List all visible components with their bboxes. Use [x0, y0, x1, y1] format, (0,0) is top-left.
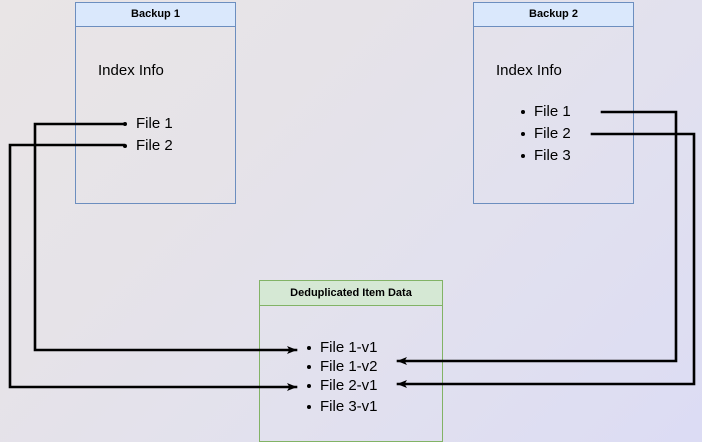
backup-1-file-item[interactable]: File 1 [121, 115, 173, 133]
backup-2-header: Backup 2 [474, 3, 633, 27]
dedup-file-item[interactable]: File 3-v1 [305, 398, 378, 416]
backup-2-title: Backup 2 [529, 8, 578, 20]
bullet-icon [123, 122, 127, 126]
backup-2-file-item[interactable]: File 2 [519, 125, 571, 143]
bullet-icon [123, 144, 127, 148]
backup-1-file-label: File 2 [136, 137, 173, 154]
deduplicated-item-data-body: File 1-v1 File 1-v2 File 2-v1 File 3-v1 [260, 306, 442, 441]
dedup-file-label: File 2-v1 [320, 377, 378, 394]
deduplicated-item-data-title: Deduplicated Item Data [290, 286, 412, 299]
backup-2-body: Index Info File 1 File 2 File 3 [474, 27, 633, 203]
backup-1-header: Backup 1 [76, 3, 235, 27]
bullet-icon [521, 154, 525, 158]
backup-1-title: Backup 1 [131, 8, 180, 20]
backup-2-file-item[interactable]: File 3 [519, 147, 571, 165]
backup-2-file-label: File 2 [534, 125, 571, 142]
dedup-file-label: File 3-v1 [320, 398, 378, 415]
deduplicated-item-data-header: Deduplicated Item Data [260, 281, 442, 306]
bullet-icon [307, 346, 311, 350]
backup-2-file-label: File 3 [534, 147, 571, 164]
deduplicated-item-data-box[interactable]: Deduplicated Item Data File 1-v1 File 1-… [259, 280, 443, 442]
bullet-icon [521, 110, 525, 114]
backup-2-file-list: File 1 File 2 File 3 [519, 103, 571, 165]
backup-1-body: Index Info File 1 File 2 [76, 27, 235, 203]
backup-1-file-label: File 1 [136, 115, 173, 132]
backup-2-index-info-label: Index Info [496, 62, 562, 79]
bullet-icon [307, 405, 311, 409]
bullet-icon [307, 365, 311, 369]
backup-1-file-list: File 1 File 2 [121, 115, 173, 155]
deduplicated-file-list: File 1-v1 File 1-v2 File 2-v1 File 3-v1 [305, 339, 378, 416]
bullet-icon [521, 132, 525, 136]
bullet-icon [307, 384, 311, 388]
backup-2-file-item[interactable]: File 1 [519, 103, 571, 121]
backup-2-file-label: File 1 [534, 103, 571, 120]
dedup-file-item[interactable]: File 2-v1 [305, 377, 378, 395]
dedup-file-label: File 1-v2 [320, 358, 378, 375]
dedup-file-item[interactable]: File 1-v2 [305, 358, 378, 376]
backup-1-index-info-label: Index Info [98, 62, 164, 79]
backup-2-box[interactable]: Backup 2 Index Info File 1 File 2 File 3 [473, 2, 634, 204]
dedup-file-label: File 1-v1 [320, 339, 378, 356]
backup-1-box[interactable]: Backup 1 Index Info File 1 File 2 [75, 2, 236, 204]
dedup-file-item[interactable]: File 1-v1 [305, 339, 378, 357]
backup-1-file-item[interactable]: File 2 [121, 137, 173, 155]
